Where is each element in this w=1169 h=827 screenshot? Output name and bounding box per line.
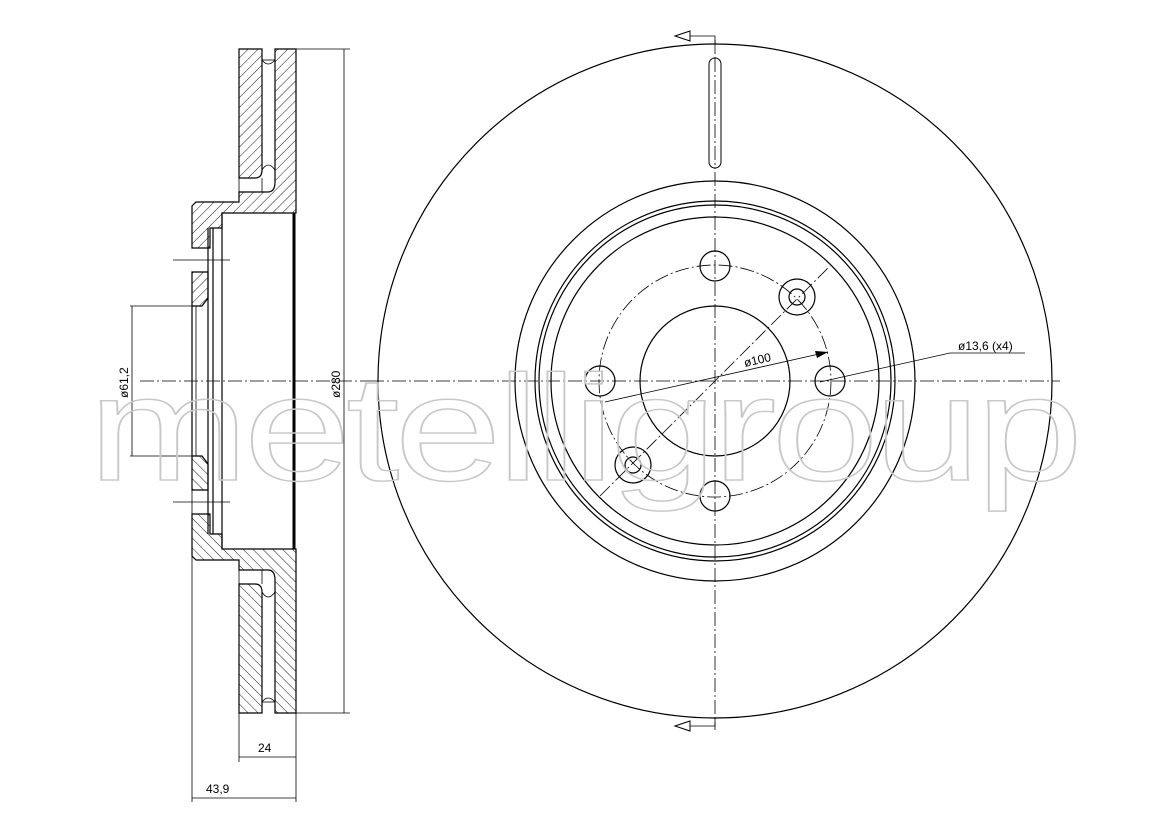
dim-center-bore: ø61,2 — [117, 367, 131, 398]
dim-height: 43,9 — [206, 782, 230, 796]
dim-outer-diameter: ø280 — [329, 370, 343, 398]
dim-thickness: 24 — [258, 741, 272, 755]
front-view: ø100 ø13,6 (x4) — [370, 30, 1060, 732]
dim-bolt-circle: ø100 — [743, 350, 773, 370]
side-section-view — [140, 48, 370, 714]
dim-bolt-holes: ø13,6 (x4) — [958, 339, 1013, 353]
watermark-logo: metelligroup — [88, 344, 1078, 512]
dimension-lines: ø280 ø61,2 24 43,9 — [117, 48, 350, 802]
